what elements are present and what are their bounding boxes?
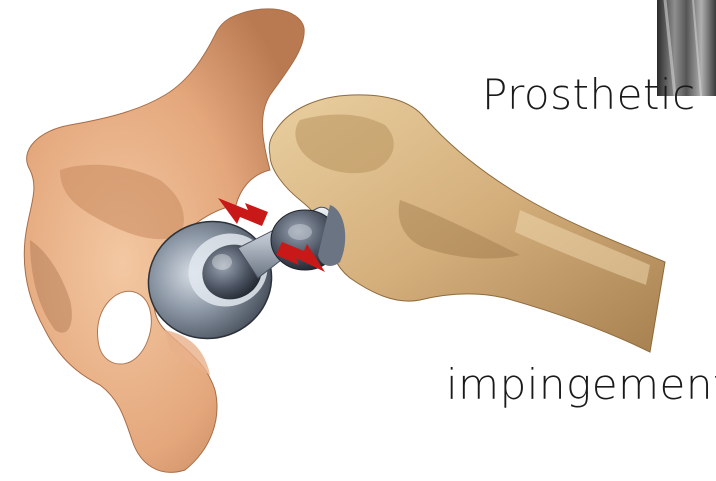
label-impingement: impingement [446, 360, 716, 409]
red-arrow-icon [218, 198, 268, 226]
label-prosthetic: Prosthetic [482, 70, 696, 119]
